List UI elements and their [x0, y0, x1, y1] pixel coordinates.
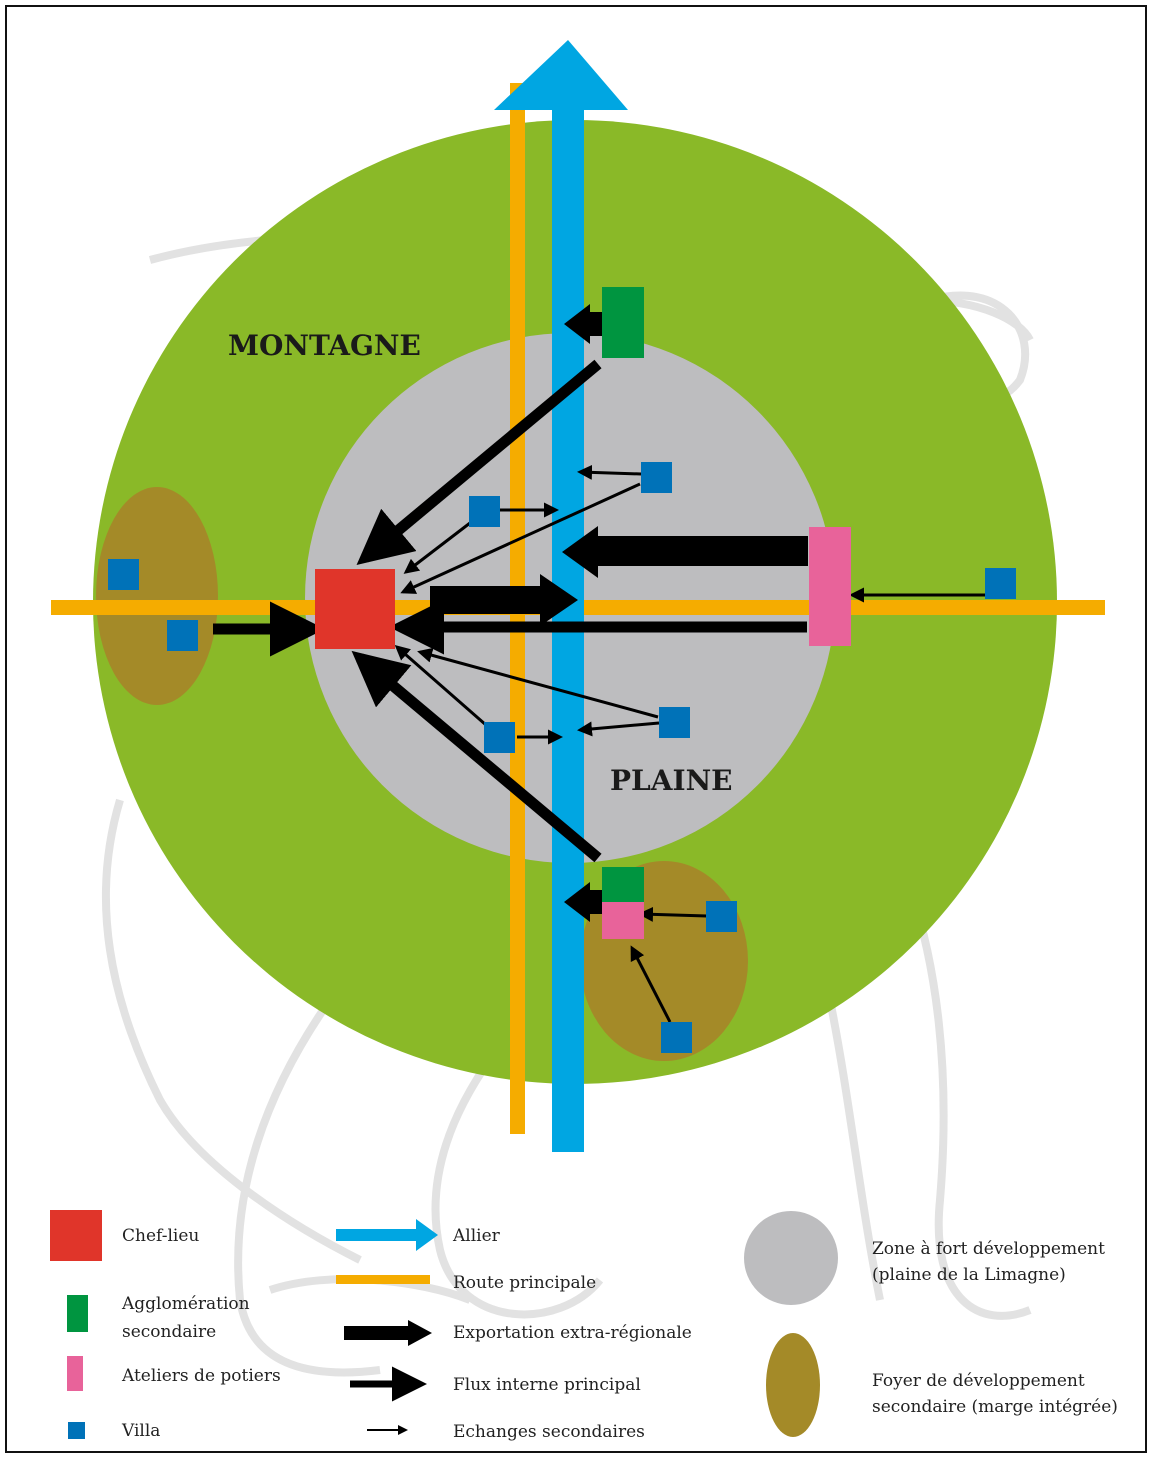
flux-interne-arrows	[213, 359, 807, 863]
legend-zone-fort-swatch	[744, 1211, 838, 1305]
villas	[108, 462, 1016, 1053]
villa-plaine-nw	[469, 496, 500, 527]
export-agglo-south-to-allier	[564, 882, 606, 922]
echange-villa-to-ateliers-2	[630, 945, 672, 1023]
echange-villa-to-chef-lieu-3	[394, 645, 487, 727]
villa-west-2	[167, 620, 198, 651]
echanges-secondaires-arrows	[394, 464, 985, 1023]
export-chef-lieu-to-allier	[430, 574, 578, 626]
villa-plaine-sw	[484, 722, 515, 753]
ateliers-south	[602, 902, 644, 939]
exportation-arrows	[430, 304, 808, 922]
legend-route-label: Route principale	[453, 1273, 596, 1293]
villa-east	[985, 568, 1016, 599]
agglomeration-south	[602, 867, 644, 903]
legend: Chef-lieu Agglomération secondaire Ateli…	[50, 1210, 1118, 1442]
legend-ateliers-swatch	[67, 1356, 83, 1391]
echange-villa-to-allier-se	[577, 721, 660, 737]
echange-villa-to-chef-lieu-1	[403, 521, 471, 574]
legend-echanges-label: Echanges secondaires	[453, 1422, 645, 1442]
chef-lieu-marker	[315, 569, 395, 649]
legend-villa-swatch	[68, 1422, 85, 1439]
legend-agglomeration-swatch	[67, 1295, 88, 1332]
echange-villa-to-ateliers-1	[638, 906, 708, 922]
legend-export-swatch	[344, 1320, 432, 1346]
villa-south-1	[706, 901, 737, 932]
plaine-label: PLAINE	[610, 764, 733, 797]
villa-south-2	[661, 1022, 692, 1053]
foyer-west	[96, 487, 218, 705]
legend-chef-lieu-swatch	[50, 1210, 102, 1261]
legend-allier-swatch	[336, 1219, 438, 1251]
legend-ateliers-label: Ateliers de potiers	[121, 1366, 281, 1386]
legend-zone-fort-label-1: Zone à fort développement	[872, 1239, 1105, 1259]
legend-flux-label: Flux interne principal	[453, 1375, 641, 1395]
legend-export-label: Exportation extra-régionale	[453, 1323, 692, 1343]
legend-foyer-swatch	[766, 1333, 820, 1437]
montagne-label: MONTAGNE	[228, 329, 421, 362]
legend-allier-label: Allier	[452, 1226, 501, 1246]
ateliers-east	[809, 527, 851, 646]
flux-agglo-north-to-chef-lieu	[356, 359, 602, 566]
legend-foyer-label-1: Foyer de développement	[872, 1371, 1085, 1391]
villa-west-1	[108, 559, 139, 590]
echange-villa-to-allier-ne	[577, 464, 642, 480]
legend-foyer-label-2: secondaire (marge intégrée)	[872, 1397, 1118, 1417]
echange-villa-to-chef-lieu-2	[400, 482, 641, 594]
echange-villa-to-chef-lieu-4	[417, 647, 659, 719]
flux-agglo-south-to-chef-lieu	[351, 650, 602, 863]
agglomeration-north	[602, 287, 644, 358]
export-ateliers-to-allier	[562, 526, 808, 578]
villa-plaine-se	[659, 707, 690, 738]
legend-agglomeration-label-1: Agglomération	[121, 1294, 250, 1314]
legend-agglomeration-label-2: secondaire	[122, 1322, 216, 1342]
legend-chef-lieu-label: Chef-lieu	[122, 1226, 199, 1246]
villa-plaine-ne	[641, 462, 672, 493]
export-agglo-north-to-allier	[564, 304, 604, 344]
legend-villa-label: Villa	[121, 1421, 160, 1441]
legend-route-swatch	[336, 1275, 430, 1284]
legend-zone-fort-label-2: (plaine de la Limagne)	[872, 1265, 1066, 1285]
